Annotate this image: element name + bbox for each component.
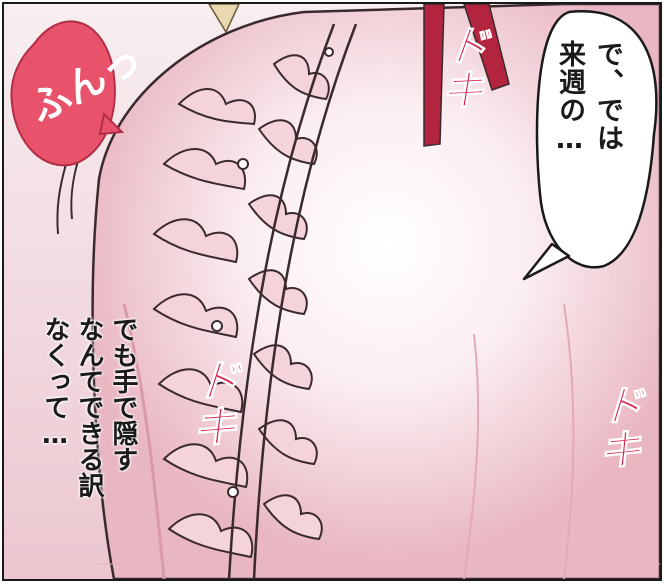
dress-button <box>211 320 223 332</box>
narration-text: でも手で隠す なんてできる訳 なくって… <box>40 316 138 498</box>
sound-effect-doki: ドキ <box>588 380 645 472</box>
dress-body <box>91 4 660 579</box>
hair-strand <box>208 4 240 34</box>
placket-right <box>252 23 358 579</box>
sound-effect-doki: ドキ <box>430 19 491 113</box>
speech-bubble <box>535 10 658 269</box>
sound-effect-doki: ドキ <box>182 354 244 451</box>
panel-artwork <box>4 4 660 579</box>
speech-bubble-text: で、では 来週の… <box>554 40 623 156</box>
placket-left <box>227 23 336 579</box>
pink-speech-bubble <box>10 20 116 167</box>
motion-line <box>56 163 67 235</box>
dress-fold <box>122 303 166 579</box>
speech-bubble-tail <box>522 242 571 281</box>
dress-button <box>237 158 249 170</box>
dress-button <box>324 47 334 57</box>
pink-bubble-tail <box>98 111 125 136</box>
dress-button <box>227 486 239 498</box>
dress-fold-2 <box>463 333 480 579</box>
ribbon <box>423 4 510 147</box>
dress-fold-3 <box>563 303 575 579</box>
